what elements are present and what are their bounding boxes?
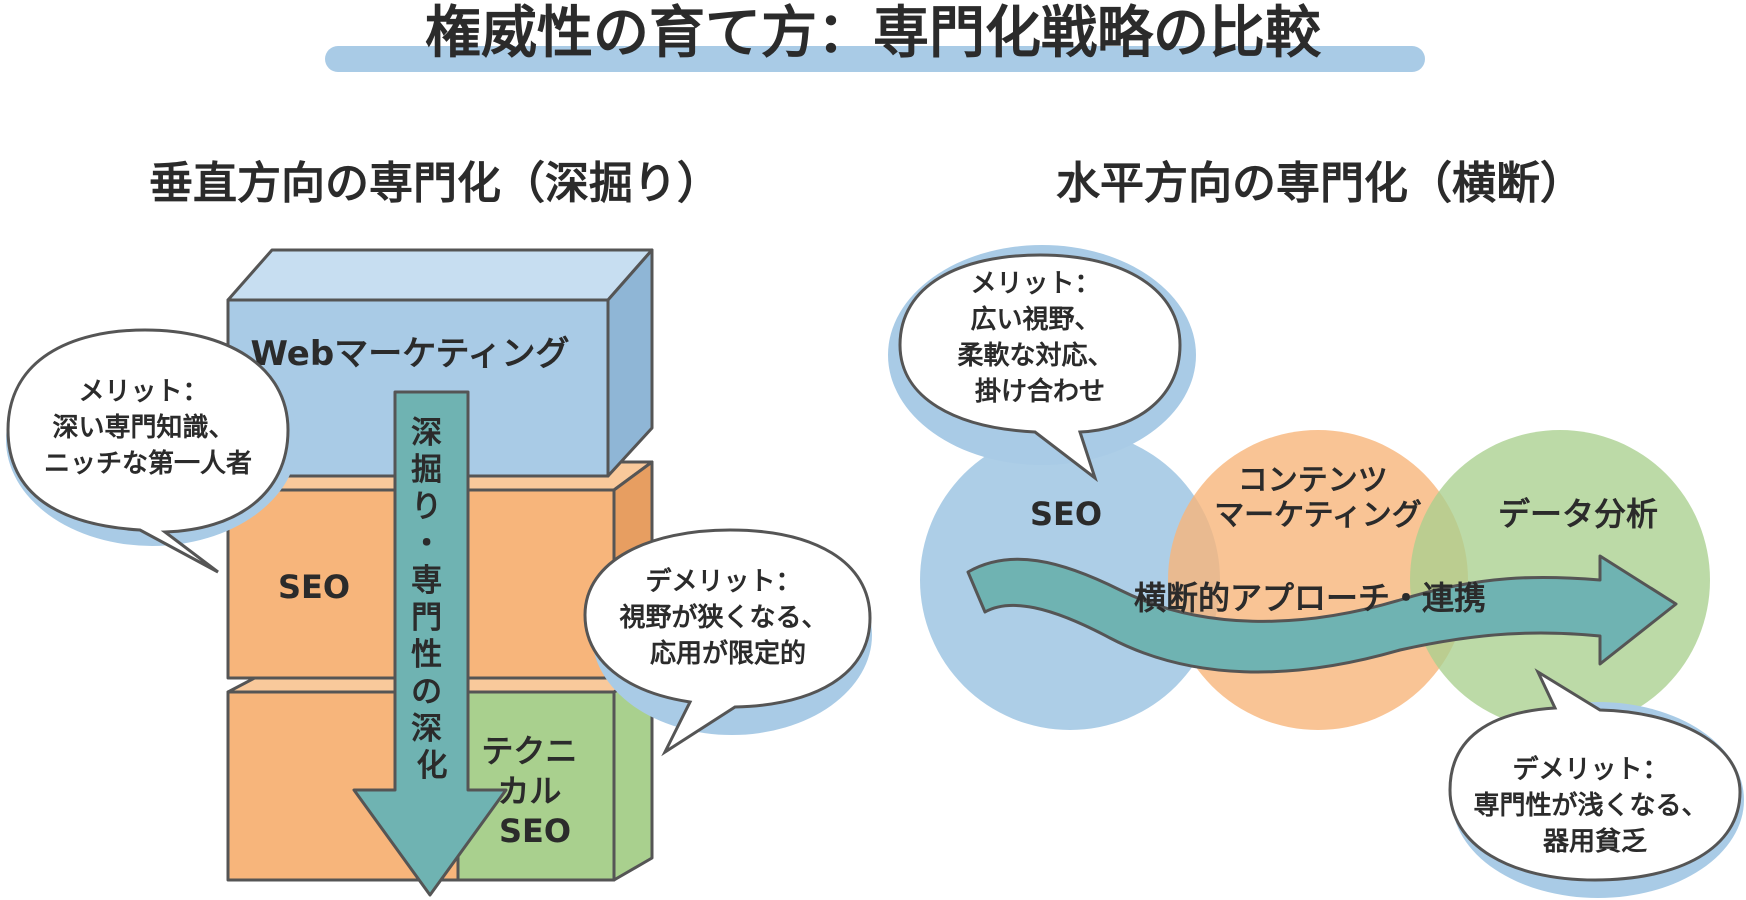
vertical-merit-bubble [6,328,298,574]
deepening-arrow [352,390,508,897]
title-underline [325,46,1425,72]
block-middle-label: SEO [278,568,350,606]
horizontal-demerit-text: デメリット： 専門性が浅くなる、 器用貧乏 [1473,754,1716,857]
vertical-merit-text: メリット： 深い専門知識、 ニッチな第一人者 [44,377,252,479]
horizontal-merit-text: メリット： 広い視野、 柔軟な対応、 掛け合わせ [957,269,1122,407]
horizontal-heading: 水平方向の専門化（横断） [1056,158,1584,209]
circle-data-label: データ分析 [1498,495,1658,533]
vertical-heading: 垂直方向の専門化（深掘り） [149,158,721,209]
vertical-demerit-bubble [583,528,872,757]
circle-content-label: コンテンツ マーケティング [1214,463,1422,533]
vertical-demerit-text: デメリット： 視野が狭くなる、 応用が限定的 [619,566,836,669]
block-bottom-label: テクニ カル SEO [481,732,588,850]
crossover-arrow [966,554,1678,674]
block-top-label: Webマーケティング [251,334,570,374]
horizontal-demerit-bubble [1448,668,1744,898]
circle-seo-label: SEO [1030,495,1102,533]
deepening-arrow-label: 深 掘 り ・ 専 門 性 の 深 化 [411,415,453,784]
page-title: 権威性の育て方：専門化戦略の比較 [425,1,1322,66]
crossover-arrow-label: 横断的アプローチ・連携 [1134,579,1486,617]
horizontal-merit-bubble [888,245,1196,483]
